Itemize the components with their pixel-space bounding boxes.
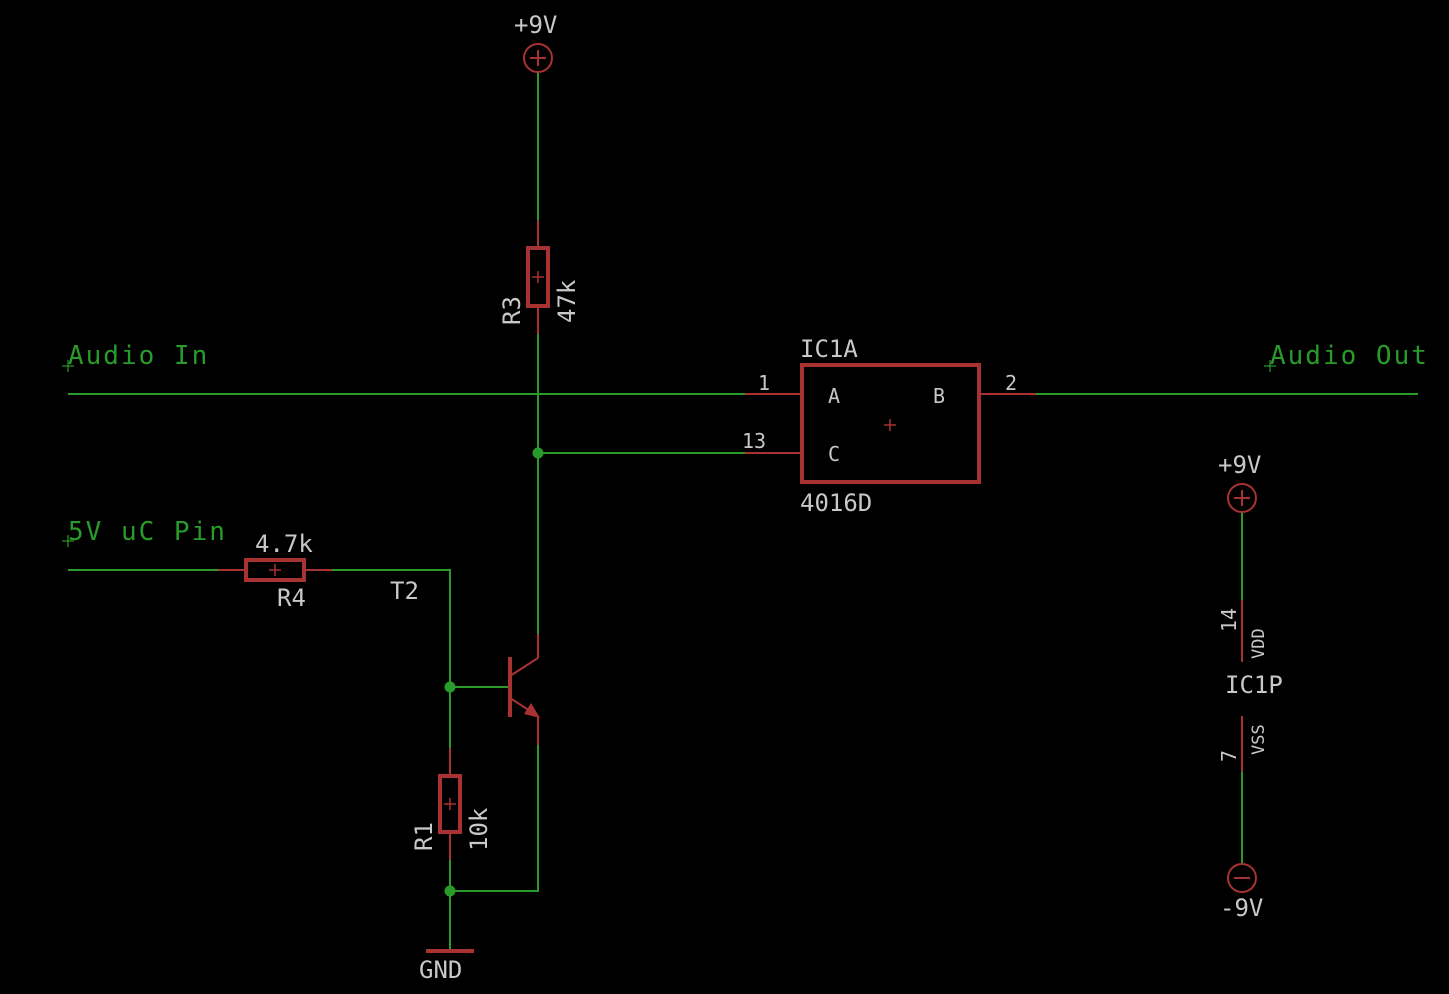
- vcc-top-label: +9V: [514, 11, 557, 39]
- transistor-t2[interactable]: T2: [390, 577, 540, 745]
- ground-symbol[interactable]: GND: [419, 949, 474, 984]
- r1-value: 10k: [465, 807, 493, 851]
- ic1a-value: 4016D: [800, 489, 872, 517]
- net-audio-out-label: Audio Out: [1270, 341, 1429, 371]
- r1-name: R1: [410, 822, 438, 851]
- r4-name: R4: [277, 584, 306, 612]
- ic1a-switch[interactable]: IC1A 4016D A B C 1 2 13: [742, 335, 1017, 517]
- vcc-supply-top[interactable]: +9V: [514, 11, 557, 73]
- ic1p-vdd-label: VDD: [1249, 628, 1269, 659]
- vee-supply-right[interactable]: -9V: [1220, 863, 1263, 922]
- resistor-r1[interactable]: R1 10k: [410, 774, 493, 851]
- vcc-supply-right[interactable]: +9V: [1218, 451, 1261, 513]
- wire-emitter-gnd: [450, 745, 539, 892]
- vcc-right-label: +9V: [1218, 451, 1261, 479]
- junction-base: [444, 681, 456, 693]
- ic1p-name: IC1P: [1225, 671, 1283, 699]
- net-audio-in: Audio In: [62, 341, 209, 372]
- pin-stubs: [218, 220, 1243, 860]
- ic1a-pin-13-num: 13: [742, 429, 766, 453]
- ic1a-pin-1-num: 1: [758, 371, 770, 395]
- ic1p-vdd-num: 14: [1217, 608, 1241, 632]
- ic1a-name: IC1A: [800, 335, 858, 363]
- ic1a-pin-a: A: [828, 384, 840, 408]
- ic1a-pin-2-num: 2: [1005, 371, 1017, 395]
- junction-gnd: [444, 885, 456, 897]
- gnd-label: GND: [419, 956, 462, 984]
- resistor-r4[interactable]: 4.7k R4: [244, 530, 313, 612]
- ic1a-pin-c: C: [828, 442, 840, 466]
- r3-value: 47k: [553, 279, 581, 323]
- ic1p-vss-label: VSS: [1249, 724, 1269, 755]
- net-uc-pin: 5V uC Pin: [62, 517, 227, 547]
- vee-right-label: -9V: [1220, 894, 1263, 922]
- ic1a-pin-b: B: [933, 384, 945, 408]
- junction-control: [532, 447, 544, 459]
- net-audio-in-label: Audio In: [68, 341, 209, 371]
- ic1p-vss-num: 7: [1217, 750, 1241, 762]
- r4-value: 4.7k: [255, 530, 313, 558]
- wires: [68, 72, 1418, 950]
- net-audio-out: Audio Out: [1264, 341, 1429, 372]
- ic1p-power[interactable]: IC1P 14 VDD 7 VSS: [1217, 608, 1283, 762]
- t2-name: T2: [390, 577, 419, 605]
- r3-name: R3: [498, 296, 526, 325]
- resistor-r3[interactable]: R3 47k: [498, 246, 581, 325]
- net-uc-pin-label: 5V uC Pin: [68, 517, 227, 547]
